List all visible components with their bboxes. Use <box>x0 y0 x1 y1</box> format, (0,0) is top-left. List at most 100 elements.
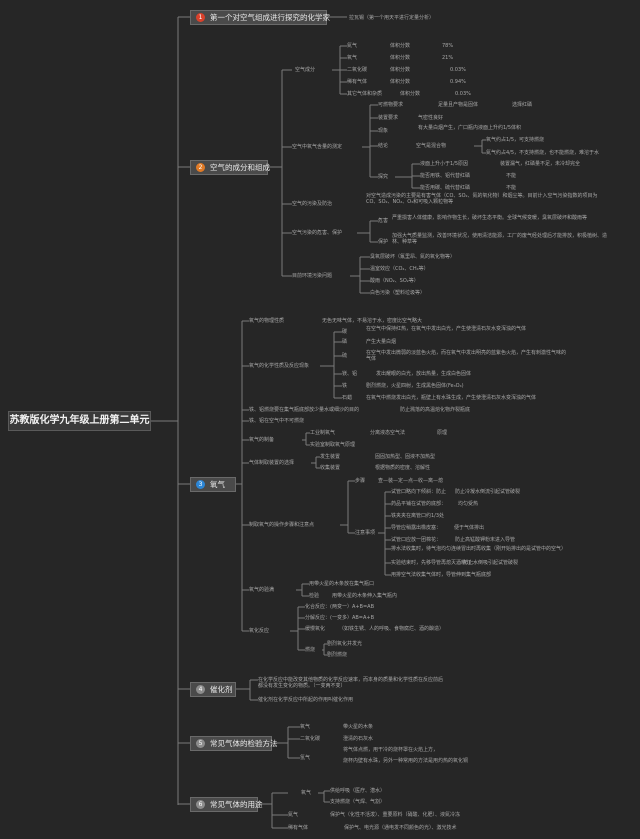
node-o4b[interactable]: 空气是混合物 <box>416 143 447 149</box>
node-a1[interactable]: 试管口略向下倾斜：防止 <box>391 489 447 495</box>
node-a8[interactable]: 用排空气法收集气体时，导管伸到集气瓶底部 <box>391 572 492 578</box>
node-d3[interactable]: 氢气 <box>300 755 311 761</box>
node-cat2[interactable]: 催化剂在化学反应中所起的作用叫催化作用 <box>258 697 354 703</box>
node-u3[interactable]: 稀有气体 <box>288 825 309 831</box>
node-ox5a[interactable]: 剧烈氧化并发光 <box>327 641 363 647</box>
node-a4b[interactable]: 便于气体排出 <box>454 525 485 531</box>
node-u2b[interactable]: 保护气（化性不活泼）、重要原料（硝酸、化肥）、液氮冷冻 <box>330 812 461 818</box>
root-topic[interactable]: 苏教版化学九年级上册第二单元 <box>8 411 151 431</box>
node-n1b[interactable]: 防止溅落的高温熔化物炸裂瓶底 <box>400 407 471 413</box>
node-chem[interactable]: 氧气的化学性质及反应现象 <box>249 363 310 369</box>
node-c1[interactable]: 氮气 <box>347 43 358 49</box>
node-ox4[interactable]: 缓慢氧化 <box>305 626 326 632</box>
node-a5b[interactable]: 防止高锰酸钾粉末进入导管 <box>455 537 516 543</box>
node-o5[interactable]: 探究 <box>378 174 389 180</box>
node-o1c[interactable]: 选择红磷 <box>512 102 533 108</box>
node-o4d[interactable]: 氮气约占4/5，不支持燃烧，也不能燃烧，难溶于水 <box>486 150 600 156</box>
node-d3c[interactable]: 烧杯内壁有水珠，另外一种常用的方法是用灼热的氧化铜 <box>343 758 469 764</box>
node-a4[interactable]: 导管应稍露出橡皮塞： <box>391 525 442 531</box>
node-prot2[interactable]: 保护 <box>378 239 389 245</box>
node-prep2[interactable]: 实验室制取氧气原理 <box>310 442 356 448</box>
node-o4c[interactable]: 氧气约占1/5，可支持燃烧 <box>486 137 545 143</box>
node-steps[interactable]: 制取氧气的操作步骤和注意点 <box>249 522 315 528</box>
node-d1b[interactable]: 带火星的木条 <box>343 724 374 730</box>
node-o5a2[interactable]: 装置漏气，红磷量不足，未冷却完全 <box>500 161 581 167</box>
node-ox2[interactable]: 分解反应：(一变多）AB=A+B <box>305 615 375 621</box>
node-a7[interactable]: 实验结束时，先移导管再熄灭酒精灯： <box>391 560 477 566</box>
node-o5a[interactable]: 液面上升小于1/5原因 <box>420 161 469 167</box>
node-ch6[interactable]: 石蜡 <box>342 395 353 401</box>
node-prep1b[interactable]: 分离液态空气法 <box>370 430 406 436</box>
node-d3b[interactable]: 将气体点燃，用干冷的烧杯罩在火焰上方， <box>343 747 439 753</box>
node-ox1[interactable]: 化合反应：(两变一）A+B=AB <box>305 604 375 610</box>
node-c4b[interactable]: 体积分数 <box>390 79 411 85</box>
node-att[interactable]: 注意事项 <box>355 530 376 536</box>
node-ch3[interactable]: 硫 <box>342 353 348 359</box>
node-u3b[interactable]: 保护气、电光源（通电发不同颜色的光）、激光技术 <box>344 825 457 831</box>
node-c4c[interactable]: 0.94% <box>450 79 466 85</box>
node-a6[interactable]: 排水法收集时，待气泡均匀连续冒出时再收集（刚开始排出的是试管中的空气） <box>391 546 567 552</box>
node-g3[interactable]: 酸雨（NO₂、SO₂等） <box>370 278 419 284</box>
node-ch6b[interactable]: 在氧气中燃烧发出白光，瓶壁上有水珠生成，产生使澄清石灰水变浑浊的气体 <box>366 395 537 401</box>
node-n2[interactable]: 铁、铝在空气中不可燃烧 <box>249 418 305 424</box>
node-chk[interactable]: 氧气的验满 <box>249 587 275 593</box>
node-ch2[interactable]: 磷 <box>342 339 348 345</box>
node-gen2[interactable]: 收集装置 <box>320 465 341 471</box>
node-u1b[interactable]: 支持燃烧（气焊、气割） <box>330 799 386 805</box>
node-u1[interactable]: 氧气 <box>301 790 312 796</box>
node-c1c[interactable]: 78% <box>442 43 454 49</box>
node-o3b[interactable]: 有大量白烟产生，广口瓶内液面上升约1/5体积 <box>418 125 522 131</box>
node-pol[interactable]: 空气的污染及防治 <box>292 201 333 207</box>
node-ch1[interactable]: 碳 <box>342 329 348 335</box>
node-gen1b[interactable]: 固固加热型、固液不加热型 <box>375 454 436 460</box>
node-gen2b[interactable]: 根据物质的密度、溶解性 <box>375 465 431 471</box>
node-prot1[interactable]: 危害 <box>378 218 389 224</box>
node-o5c2[interactable]: 不能 <box>506 185 517 191</box>
node-comp[interactable]: 空气成分 <box>295 67 316 73</box>
node-o5b2[interactable]: 不能 <box>506 173 517 179</box>
node-c2b[interactable]: 体积分数 <box>390 55 411 61</box>
node-a7b[interactable]: 防止水倒吸引起试管破裂 <box>463 560 519 566</box>
node-prep[interactable]: 氧气的制备 <box>249 437 275 443</box>
node-ox[interactable]: 氧化反应 <box>249 628 270 634</box>
node-c1b[interactable]: 体积分数 <box>390 43 411 49</box>
node-cat1[interactable]: 在化学反应中能改变其他物质的化学反应速率，而本身的质量和化学性质在反应前后都没有… <box>258 677 444 689</box>
node-chk2[interactable]: 检验 <box>309 593 320 599</box>
node-b1a[interactable]: 拉瓦锡（第一个用天平进行定量分析） <box>349 15 435 21</box>
node-prot1b[interactable]: 严重损害人体健康，影响作物生长，破坏生态平衡。全球气候变暖，臭氧层破坏和酸雨等 <box>392 215 588 221</box>
node-ox4b[interactable]: （如铁生锈、人的呼吸、食物腐烂、酒的酿造） <box>339 626 445 632</box>
node-o1b[interactable]: 足量且产物是固体 <box>438 102 479 108</box>
node-o1[interactable]: 可燃物要求 <box>378 102 404 108</box>
node-u1a[interactable]: 供给呼吸（医疗、潜水） <box>330 788 386 794</box>
node-u2[interactable]: 氮气 <box>288 812 299 818</box>
node-o3[interactable]: 现象 <box>378 128 389 134</box>
node-c2[interactable]: 氧气 <box>347 55 358 61</box>
node-d2b[interactable]: 澄清的石灰水 <box>343 736 374 742</box>
node-c3c[interactable]: 0.03% <box>450 67 466 73</box>
node-ox5[interactable]: 燃烧 <box>305 647 316 653</box>
node-prot2b[interactable]: 加强大气质量监测，改善环境状况，使用清洁能源，工厂的废气经处理后才能排放，积极植… <box>392 233 608 245</box>
node-steps1[interactable]: 步骤 <box>355 478 366 484</box>
node-c3b[interactable]: 体积分数 <box>390 67 411 73</box>
node-phy[interactable]: 氧气的物理性质 <box>249 318 285 324</box>
node-chk2b[interactable]: 用带火星的木条伸入集气瓶内 <box>332 593 398 599</box>
node-o5c[interactable]: 能否用碳、硫代替红磷 <box>420 185 471 191</box>
node-steps1b[interactable]: 查—装—定—点—收—离—熄 <box>378 478 444 484</box>
node-c5[interactable]: 其它气体和杂质 <box>347 91 383 97</box>
node-a3[interactable]: 铁夹夹在离管口约1/3处 <box>391 513 445 519</box>
node-o2[interactable]: 装置要求 <box>378 115 399 121</box>
node-oxy[interactable]: 空气中氧气含量的测定 <box>292 144 343 150</box>
node-ch5b[interactable]: 剧烈燃烧，火星四射，生成黑色固体(Fe₃O₄) <box>366 383 464 389</box>
node-d1[interactable]: 氧气 <box>300 724 311 730</box>
node-gen1[interactable]: 发生装置 <box>320 454 341 460</box>
node-c5c[interactable]: 0.03% <box>455 91 471 97</box>
node-g4[interactable]: 白色污染（塑料垃圾等） <box>370 290 426 296</box>
node-ch4b[interactable]: 发出耀眼的白光，放出热量，生成白色固体 <box>376 371 472 377</box>
node-n1[interactable]: 铁、铝燃烧要在集气瓶底部放少量水或细沙的目的 <box>249 407 360 413</box>
node-ch5[interactable]: 铁 <box>342 383 348 389</box>
node-o4[interactable]: 结论 <box>378 143 389 149</box>
